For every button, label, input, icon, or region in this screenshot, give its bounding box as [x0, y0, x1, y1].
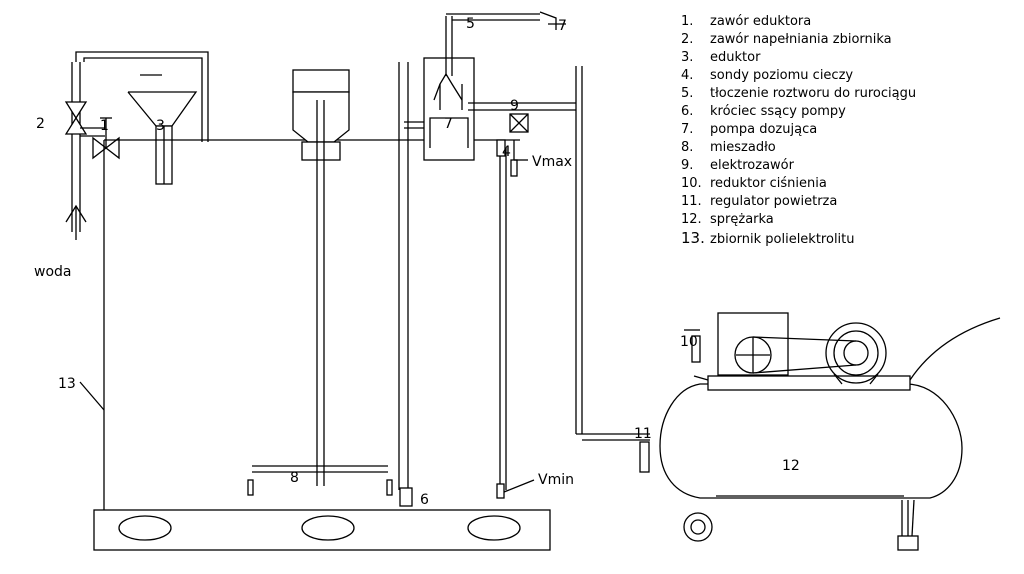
- legend-num: 4.: [681, 68, 693, 83]
- legend-num: 6.: [681, 104, 693, 119]
- water-inlet-pipe: [65, 62, 87, 240]
- legend-text: zbiornik polielektrolitu: [710, 232, 855, 247]
- air-supply-line: [468, 66, 650, 441]
- label-2: 2: [36, 116, 45, 132]
- legend-text: zawór eduktora: [710, 14, 811, 29]
- pump-suction-pipe: [398, 62, 424, 507]
- legend-text: sondy poziomu cieczy: [710, 68, 853, 83]
- legend-num: 11.: [681, 194, 702, 209]
- tank-leader-line: [79, 381, 105, 411]
- legend-num: 1.: [681, 14, 693, 29]
- label-6: 6: [420, 492, 429, 508]
- label-9: 9: [510, 98, 519, 114]
- legend-num: 12.: [681, 212, 702, 227]
- legend-num: 5.: [681, 86, 693, 101]
- legend-text: króciec ssący pompy: [710, 104, 846, 119]
- legend-text: elektrozawór: [710, 158, 795, 173]
- legend-num: 8.: [681, 140, 693, 155]
- legend-num: 13.: [681, 229, 705, 247]
- legend-num: 10.: [681, 176, 702, 191]
- label-5-arrow: 7: [558, 18, 567, 34]
- label-10: 10: [680, 334, 698, 350]
- legend: 1. zawór eduktora 2. zawór napełniania z…: [681, 14, 916, 247]
- pressure-reducer: [691, 335, 701, 363]
- legend-num: 3.: [681, 50, 693, 65]
- label-3: 3: [156, 118, 165, 134]
- legend-num: 9.: [681, 158, 693, 173]
- legend-text: zawór napełniania zbiornika: [710, 32, 892, 47]
- label-7: 7: [444, 116, 453, 132]
- label-vmin: Vmin: [538, 472, 574, 488]
- solution-discharge-pipe: [445, 11, 566, 76]
- label-1: 1: [100, 118, 109, 134]
- legend-text: mieszadło: [710, 140, 776, 155]
- water-label: woda: [34, 264, 71, 280]
- dry-feeder-hopper: [292, 69, 350, 161]
- eductor-feed-pipe: [75, 51, 209, 142]
- level-probes: [496, 139, 535, 499]
- legend-text: sprężarka: [710, 212, 774, 227]
- polyelectrolyte-tank: [93, 139, 551, 551]
- label-12: 12: [782, 458, 800, 474]
- legend-text: pompa dozująca: [710, 122, 817, 137]
- label-vmax: Vmax: [532, 154, 572, 170]
- air-regulator: [639, 441, 650, 473]
- legend-text: regulator powietrza: [710, 194, 837, 209]
- legend-num: 7.: [681, 122, 693, 137]
- label-8: 8: [290, 470, 299, 486]
- solenoid-valve: [509, 113, 529, 133]
- dosing-pump: [423, 57, 475, 161]
- label-4: 4: [502, 144, 511, 160]
- legend-num: 2.: [681, 32, 693, 47]
- legend-text: reduktor ciśnienia: [710, 176, 827, 191]
- compressor: [659, 312, 1001, 551]
- label-13: 13: [58, 376, 76, 392]
- legend-text: tłoczenie roztworu do rurociągu: [710, 86, 916, 101]
- label-11: 11: [634, 426, 652, 442]
- tank-fill-valve: [64, 101, 88, 135]
- legend-text: eduktor: [710, 50, 761, 65]
- label-5: 5: [466, 16, 475, 32]
- mixer: [247, 100, 393, 496]
- eductor-valve: [92, 117, 120, 160]
